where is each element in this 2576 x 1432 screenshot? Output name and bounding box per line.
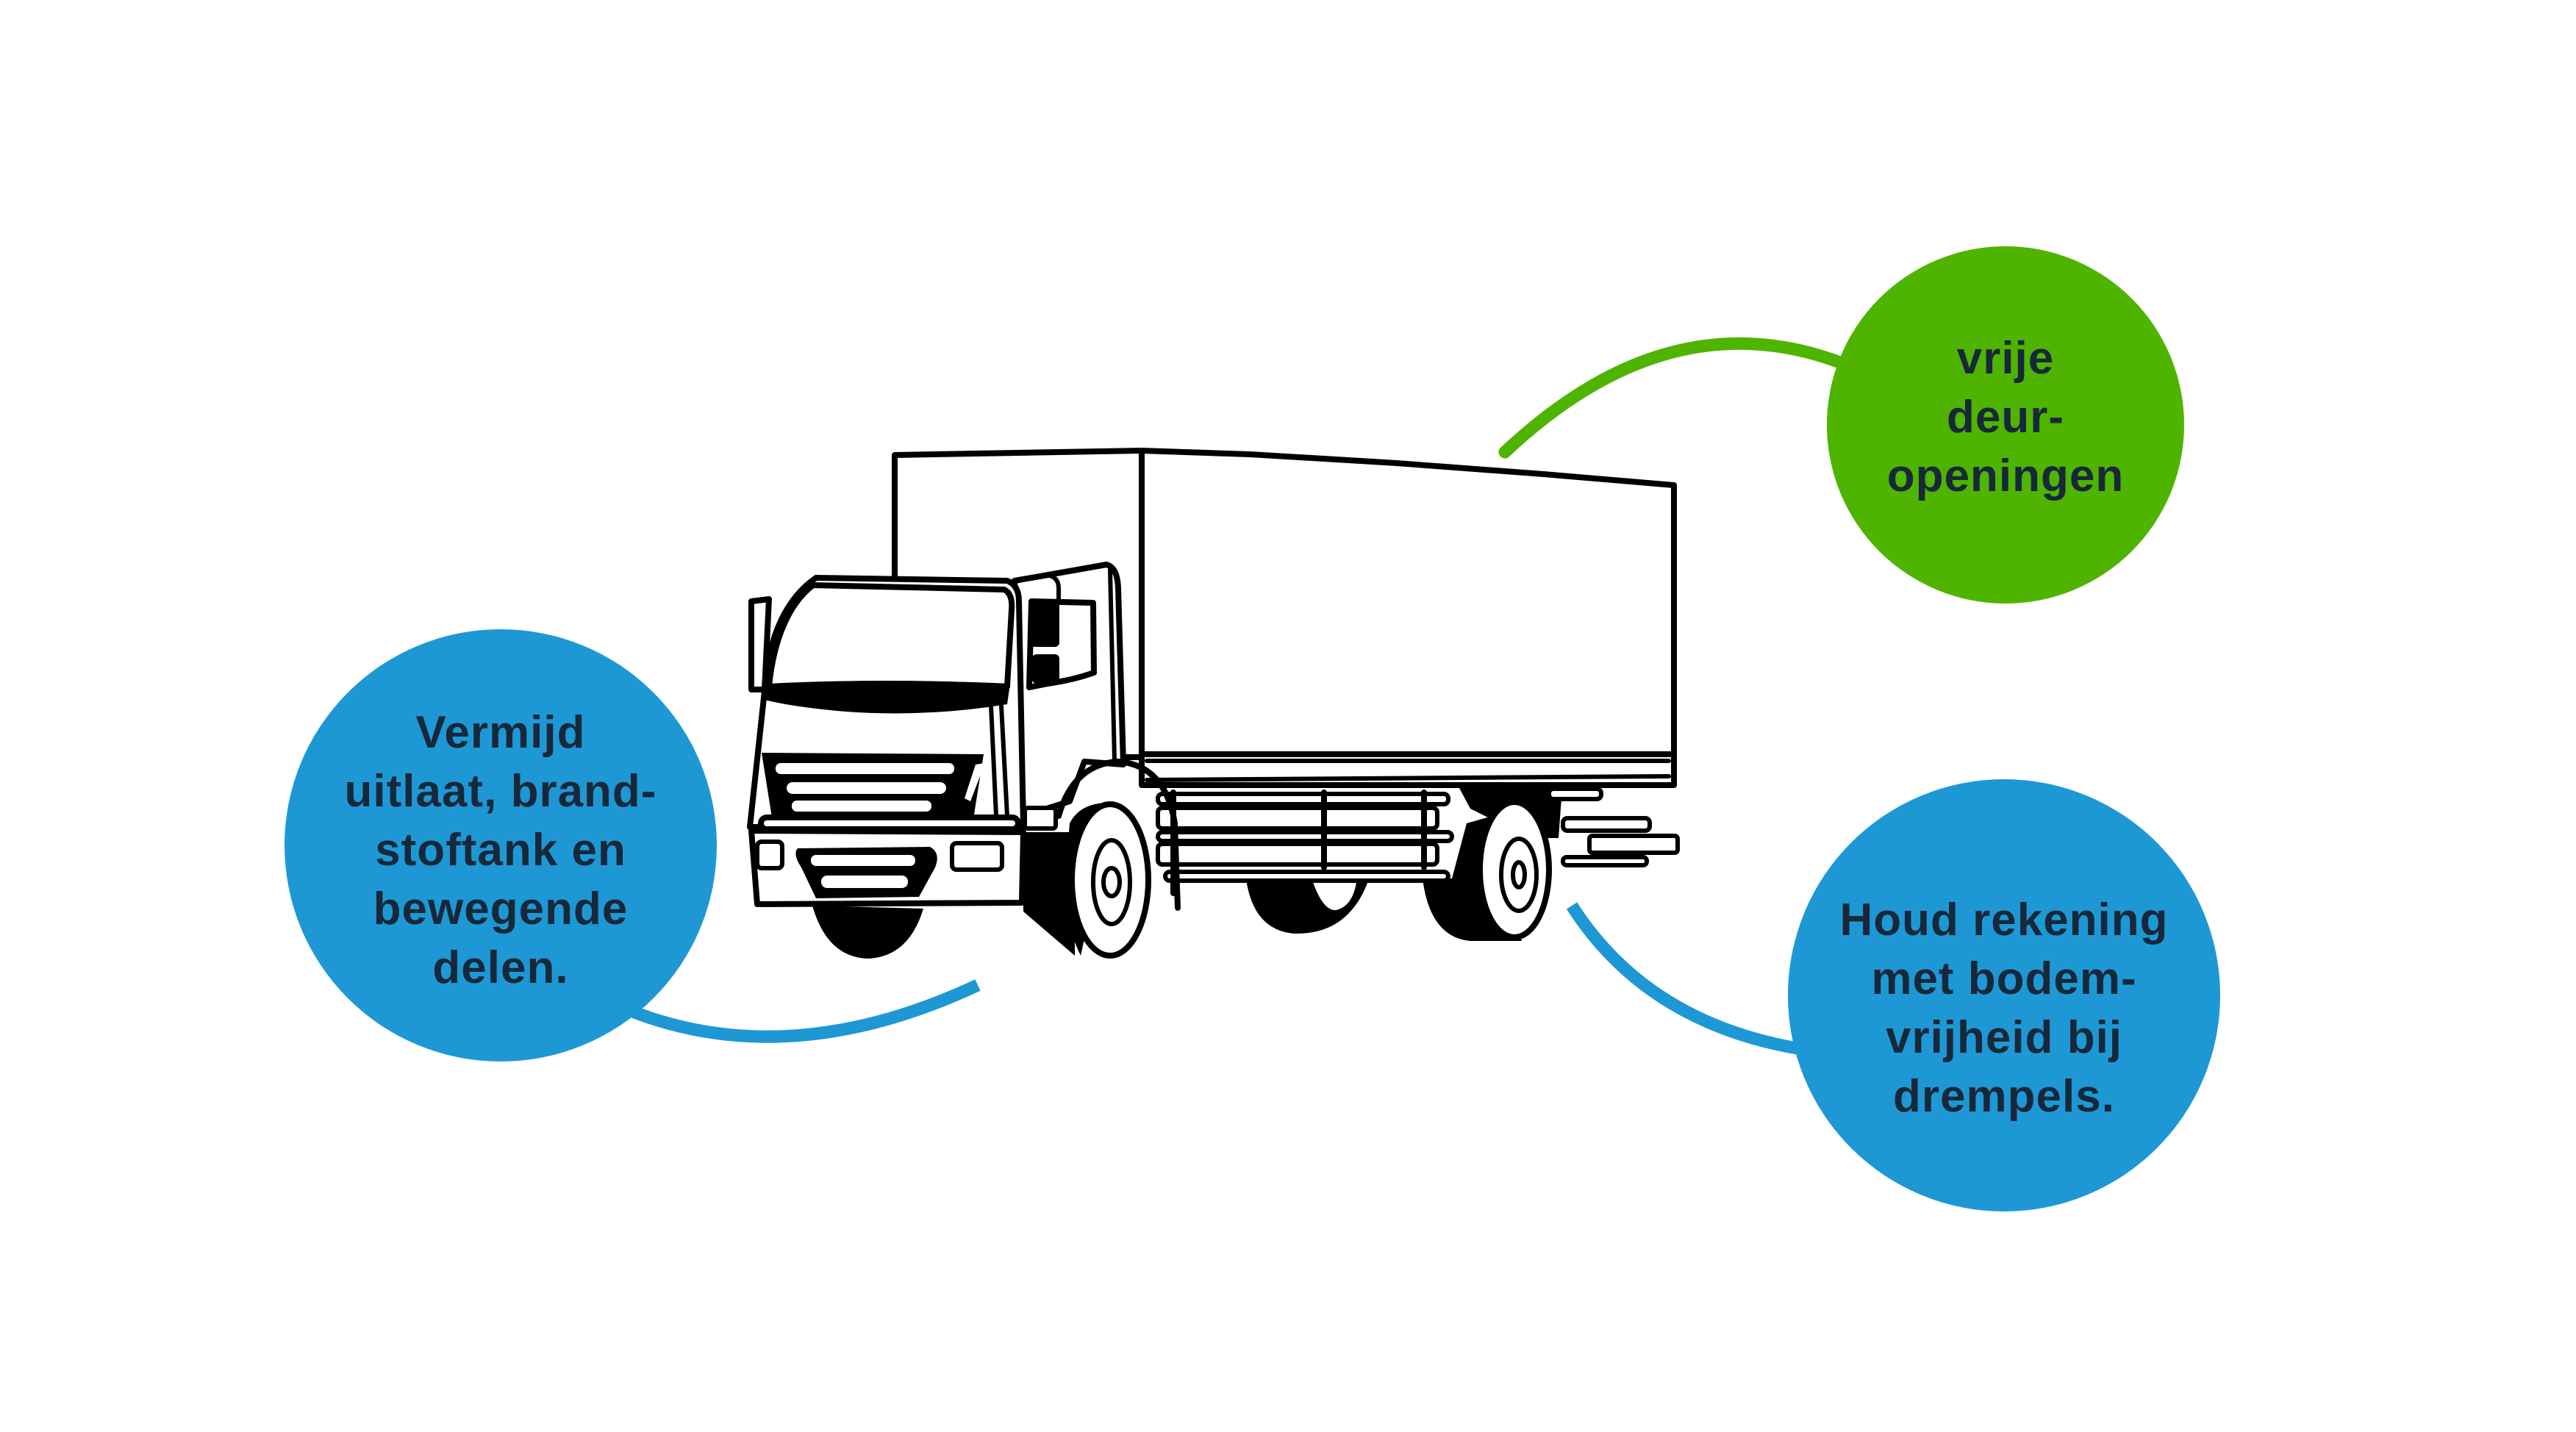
side-mirror-lower — [1032, 654, 1059, 684]
side-guard-bar — [1156, 792, 1450, 806]
cargo-box-side-face — [1139, 448, 1677, 788]
chassis-shadow — [1023, 832, 1075, 956]
fog-light-left — [755, 839, 784, 870]
callout-line: stoftank en — [375, 825, 626, 876]
fog-light-right — [950, 841, 1004, 872]
callout-line: drempels. — [1893, 1071, 2115, 1122]
left-mirror — [748, 596, 772, 692]
side-guard-bar — [1156, 842, 1439, 867]
connector-ground-clearance — [1566, 902, 1803, 1056]
lower-grille-slat — [821, 876, 908, 888]
wheel-arch — [1056, 759, 1181, 911]
cab-step — [1023, 806, 1058, 831]
rear-bar — [1547, 787, 1603, 801]
callout-bubble-ground-clearance — [1788, 779, 2220, 1211]
rear-bar — [1561, 855, 1649, 867]
side-guard-bar — [1156, 806, 1439, 831]
rear-bar — [1587, 834, 1680, 855]
grille-slat — [787, 782, 946, 794]
front-left-tire — [812, 906, 923, 959]
front-hub — [1101, 866, 1122, 898]
mirror-arm — [1044, 573, 1061, 604]
windshield-visor — [765, 681, 1010, 714]
cargo-box-rail-bottom — [1145, 774, 1671, 782]
callout-line: vrijheid bij — [1885, 1012, 2123, 1063]
side-guard-bar — [1156, 830, 1454, 843]
lower-grille-slat — [811, 855, 915, 866]
callout-text-ground-clearance: Houd rekening met bodem- vrijheid bij dr… — [1783, 891, 2225, 1126]
front-wheel — [1056, 759, 1181, 959]
callout-line: delen. — [432, 942, 569, 993]
grille-slat — [792, 801, 931, 812]
rear-bumper — [1547, 787, 1680, 867]
side-guard-bar — [1163, 870, 1450, 883]
connector-door-openings — [1498, 337, 1845, 459]
callout-line: Vermijd — [415, 707, 586, 758]
callout-text-exhaust-fuel-tank: Vermijd uitlaat, brand- stoftank en bewe… — [280, 704, 721, 998]
a-pillar — [989, 704, 998, 818]
rear-wheel — [1423, 788, 1562, 941]
callout-line: openingen — [1886, 451, 2125, 501]
rear-bar — [1561, 816, 1652, 833]
grille-slat — [776, 763, 954, 774]
callout-text-door-openings: vrije deur- openingen — [1785, 329, 2226, 506]
headlight-trim — [965, 763, 985, 801]
bumper-top — [758, 815, 1021, 832]
callout-bubble-door-openings — [1827, 246, 2184, 604]
callout-line: deur- — [1947, 392, 2064, 443]
cab — [747, 562, 1126, 959]
side-mirror-upper — [1031, 601, 1059, 647]
windshield — [766, 582, 1015, 690]
callout-line: met bodem- — [1871, 953, 2137, 1004]
connector-exhaust-fuel-tank — [622, 979, 981, 1043]
rear-wheel-inner-highlight — [1313, 882, 1356, 911]
callout-line: uitlaat, brand- — [344, 766, 657, 817]
side-guard — [1156, 790, 1454, 934]
rear-hub — [1511, 860, 1527, 889]
callout-bubble-exhaust-fuel-tank — [285, 629, 717, 1062]
callout-line: bewegende — [373, 884, 629, 934]
lower-grille — [795, 847, 937, 898]
a-pillar — [999, 704, 1009, 818]
callout-line: Houd rekening — [1839, 895, 2169, 945]
cab-side-pillar — [1108, 568, 1117, 763]
callout-line: vrije — [1956, 333, 2055, 384]
